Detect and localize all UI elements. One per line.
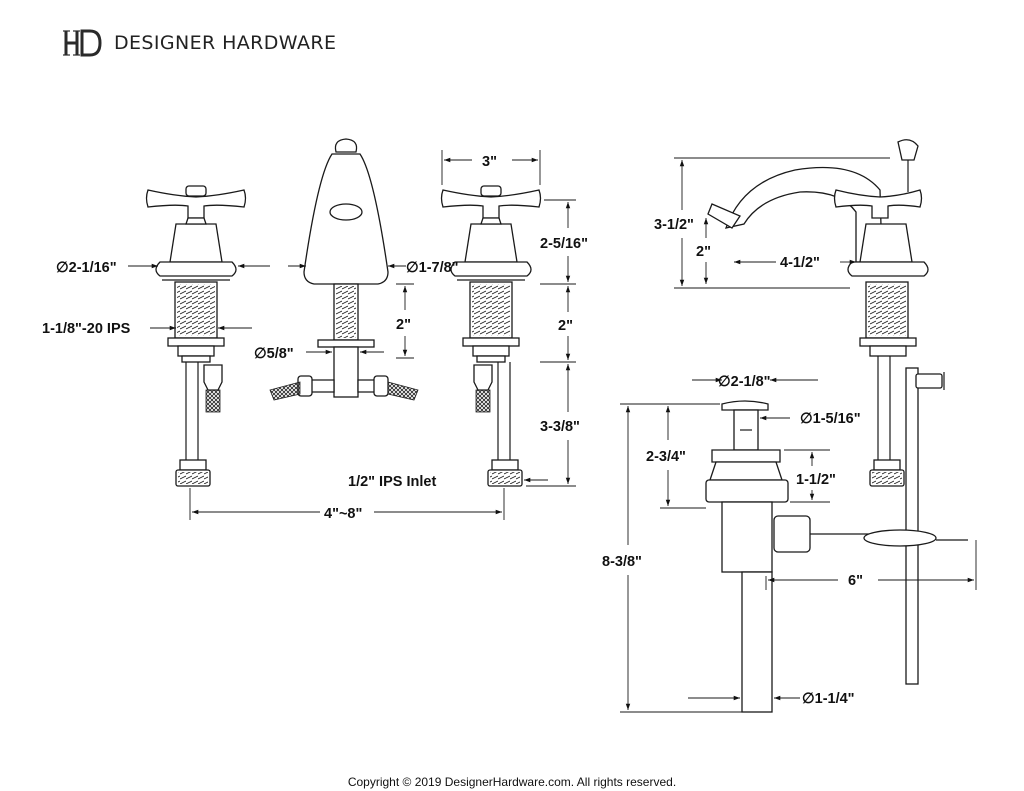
center-spout	[269, 138, 419, 401]
label-spout-clearance: 2"	[696, 244, 711, 260]
label-spout-height: 3-1/2"	[654, 217, 694, 233]
brand-header: DESIGNER HARDWARE	[62, 28, 336, 58]
side-view-faucet	[707, 139, 945, 685]
label-pop-up-rod-length: 6"	[848, 573, 863, 589]
label-drain-nut-height: 1-1/2"	[796, 472, 836, 488]
label-tailpiece-length: 3-3/8"	[540, 419, 580, 435]
dim-lines-center	[288, 263, 414, 359]
label-spout-shank-length: 2"	[396, 317, 411, 333]
label-spread: 4"~8"	[324, 506, 362, 522]
brand-name: DESIGNER HARDWARE	[114, 32, 337, 54]
label-drain-total-height: 8-3/8"	[602, 554, 642, 570]
label-shank-length: 2"	[558, 318, 573, 334]
dim-lines-drain	[620, 377, 977, 713]
label-inlet: 1/2" IPS Inlet	[348, 474, 436, 490]
pop-up-drain	[705, 400, 968, 713]
label-spout-reach: 4-1/2"	[780, 255, 820, 271]
label-handle-diameter: ∅2-1/16"	[56, 260, 117, 276]
label-tailpiece-diameter: ∅1-1/4"	[802, 691, 855, 707]
label-thread-spec: 1-1/8"-20 IPS	[42, 321, 131, 337]
label-spout-shank-diameter: ∅5/8"	[254, 346, 294, 362]
dimension-labels: ∅2-1/16" 1-1/8"-20 IPS ∅1-7/8" 2" ∅5/8" …	[42, 154, 863, 707]
dim-lines-left	[128, 263, 270, 331]
label-drain-flange-diameter: ∅2-1/8"	[718, 374, 771, 390]
left-cross-handle	[145, 185, 247, 487]
label-handle-width: 3"	[482, 154, 497, 170]
hd-monogram-icon	[63, 29, 102, 57]
label-drain-body-height: 2-3/4"	[646, 449, 686, 465]
copyright-notice: Copyright © 2019 DesignerHardware.com. A…	[347, 775, 677, 789]
label-drain-stopper-diameter: ∅1-5/16"	[800, 411, 861, 427]
right-cross-handle	[440, 185, 542, 487]
dim-lines-right	[189, 150, 576, 520]
label-spout-base-diameter: ∅1-7/8"	[406, 260, 459, 276]
dim-lines-side	[674, 157, 890, 289]
label-handle-height: 2-5/16"	[540, 236, 588, 252]
